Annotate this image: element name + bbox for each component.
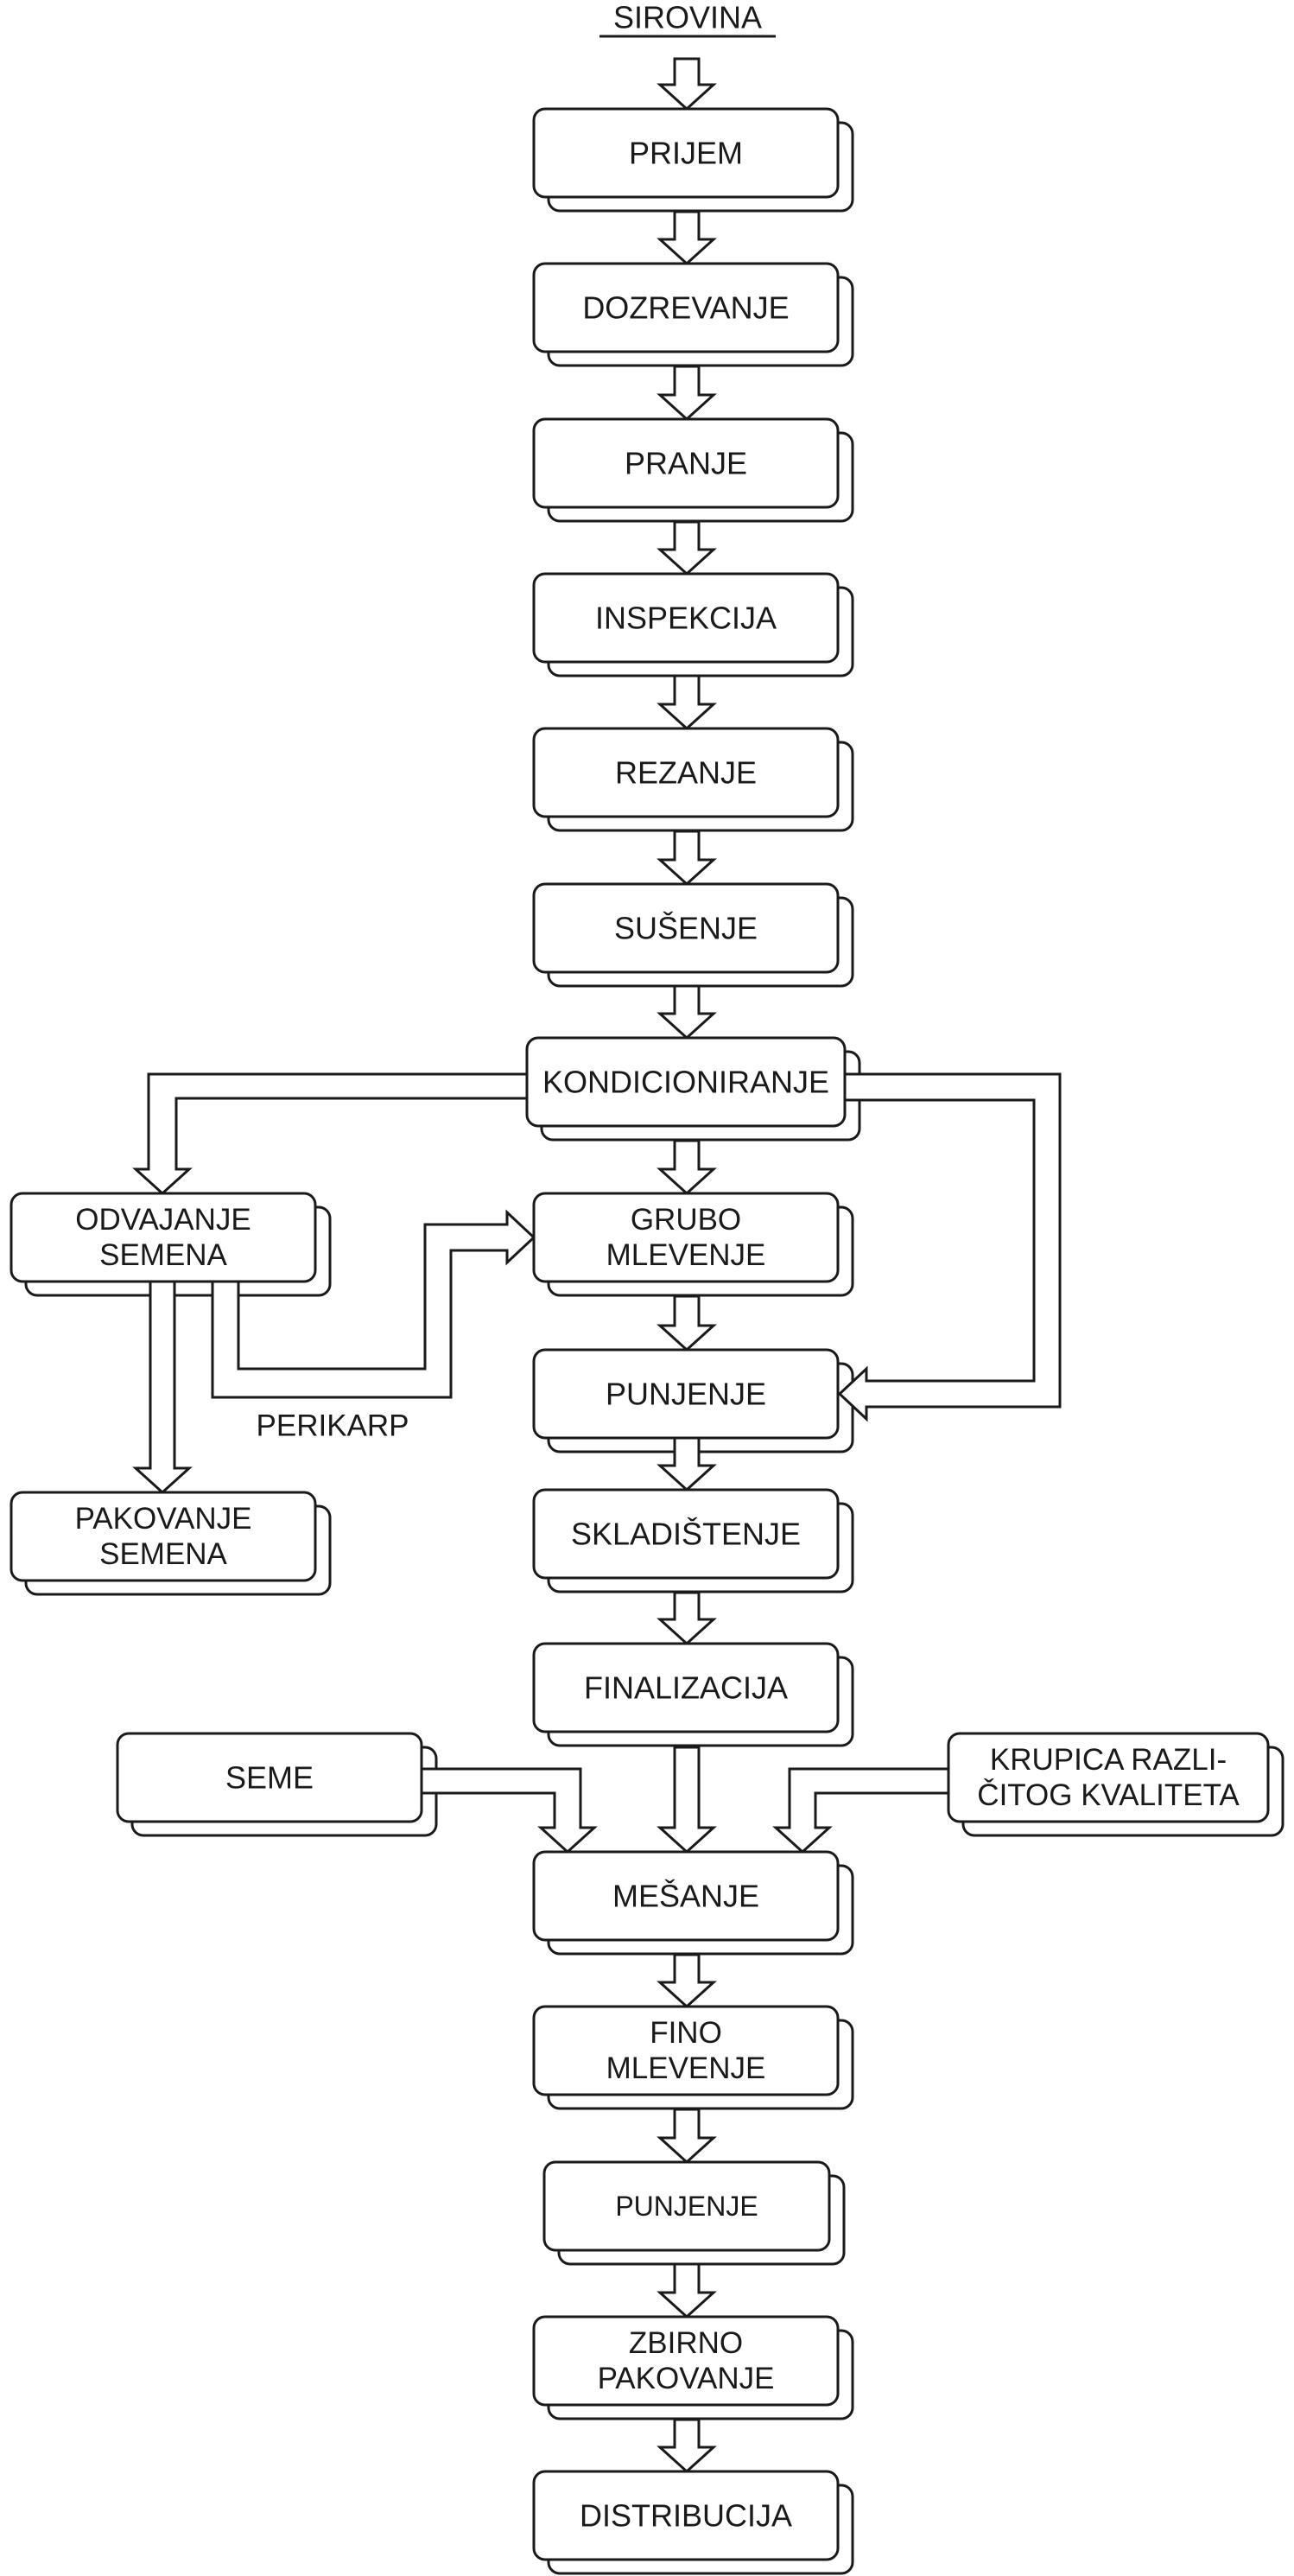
odvajanje-box	[10, 1192, 317, 1283]
prijem-label: PRIJEM	[629, 136, 743, 171]
arrow-mesanje-fino	[657, 1953, 717, 2009]
grubo-label-line-2: MLEVENJE	[606, 1238, 766, 1272]
arrow-prijem-dozrevanje	[657, 210, 717, 266]
dozrevanje-label: DOZREVANJE	[582, 290, 789, 326]
skladistenje-label: SKLADIŠTENJE	[571, 1517, 801, 1552]
arrow-kondicioniranje-odvajanje	[132, 1072, 529, 1196]
susenje-label: SUŠENJE	[614, 911, 758, 946]
rezanje-label: REZANJE	[615, 755, 757, 791]
arrow-finalizacija-mesanje	[657, 1746, 717, 1854]
fino-label-line-1: FINO	[650, 2016, 722, 2050]
perikarp-label: PERIKARP	[257, 1409, 409, 1443]
mesanje-box	[532, 1850, 840, 1942]
kondicioniranje-box	[525, 1036, 847, 1128]
arrow-zbirno-distribucija	[657, 2418, 717, 2474]
arrow-skladistenje-finalizacija	[657, 1591, 717, 1646]
pakovanje_semena-box	[10, 1491, 317, 1582]
kondicioniranje-label: KONDICIONIRANJE	[542, 1065, 829, 1100]
susenje-box	[532, 882, 840, 974]
punjenje1-label: PUNJENJE	[606, 1377, 766, 1412]
pakovanje_semena-label-line-1: PAKOVANJE	[75, 1502, 252, 1536]
arrow-krupica-mesanje	[772, 1767, 950, 1854]
arrow-susenje-kondicioniranje	[657, 984, 717, 1040]
arrow-kondicioniranje-punjenje	[837, 1072, 1062, 1422]
arrow-grubo-punjenje	[657, 1294, 717, 1352]
arrow-odvajanje-pakovanje	[132, 1280, 193, 1495]
pakovanje_semena-label-line-2: SEMENA	[99, 1537, 227, 1571]
arrow-punjenje-zbirno	[657, 2262, 717, 2319]
punjenje2-box	[542, 2160, 831, 2252]
arrow-punjenje-skladistenje	[657, 1436, 717, 1492]
krupica-label-line-1: KRUPICA RAZLI-	[990, 1743, 1227, 1777]
odvajanje-label-line-2: SEMENA	[99, 1238, 227, 1272]
distribucija-label: DISTRIBUCIJA	[580, 2498, 792, 2534]
dozrevanje-box	[532, 262, 840, 353]
zbirno-label-line-1: ZBIRNO	[629, 2326, 743, 2360]
header-title: SIROVINA	[613, 0, 762, 35]
odvajanje-label-line-1: ODVAJANJE	[75, 1203, 251, 1237]
prijem-box	[532, 107, 840, 199]
krupica-box	[947, 1732, 1270, 1823]
arrow-fino-punjenje	[657, 2108, 717, 2165]
arrow-inspekcija-rezanje	[657, 674, 717, 731]
skladistenje-box	[532, 1488, 840, 1580]
zbirno-label-line-2: PAKOVANJE	[598, 2362, 775, 2395]
arrow-sirovina-prijem	[657, 57, 717, 111]
finalizacija-box	[532, 1642, 840, 1733]
arrow-kondicioniranje-grubo	[657, 1139, 717, 1196]
seme-label: SEME	[225, 1760, 314, 1796]
pranje-box	[532, 417, 840, 509]
arrow-dozrevanje-pranje	[657, 365, 717, 422]
rezanje-box	[532, 727, 840, 818]
arrow-perikarp-grubo	[211, 1209, 536, 1399]
pranje-label: PRANJE	[625, 446, 747, 481]
distribucija-box	[532, 2470, 840, 2561]
punjenje1-box	[532, 1348, 840, 1440]
arrow-rezanje-susenje	[657, 830, 717, 887]
fino-box	[532, 2005, 840, 2096]
arrow-pranje-inspekcija	[657, 520, 717, 576]
inspekcija-label: INSPEKCIJA	[595, 601, 777, 636]
fino-label-line-2: MLEVENJE	[606, 2051, 766, 2085]
seme-box	[116, 1732, 423, 1823]
finalizacija-label: FINALIZACIJA	[584, 1670, 788, 1706]
grubo-label-line-1: GRUBO	[631, 1203, 741, 1237]
mesanje-label: MEŠANJE	[612, 1879, 759, 1914]
inspekcija-box	[532, 572, 840, 664]
krupica-label-line-2: ČITOG KVALITETA	[977, 1778, 1240, 1812]
zbirno-box	[532, 2315, 840, 2407]
grubo-box	[532, 1192, 840, 1283]
arrow-seme-mesanje	[420, 1767, 598, 1854]
punjenje2-label: PUNJENJE	[615, 2191, 758, 2222]
